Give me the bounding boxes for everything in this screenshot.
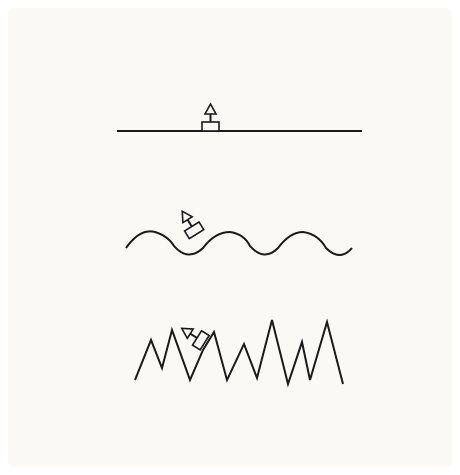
- rough-water-panel: [135, 320, 343, 384]
- smooth-wave-line: [126, 231, 352, 255]
- steep-boat-icon: [177, 321, 209, 350]
- calm-water-panel: [117, 104, 362, 131]
- jagged-peak-line: [135, 320, 343, 384]
- wavy-water-panel: [126, 207, 352, 255]
- upright-boat-icon: [202, 104, 219, 131]
- tilted-boat-icon: [175, 207, 204, 239]
